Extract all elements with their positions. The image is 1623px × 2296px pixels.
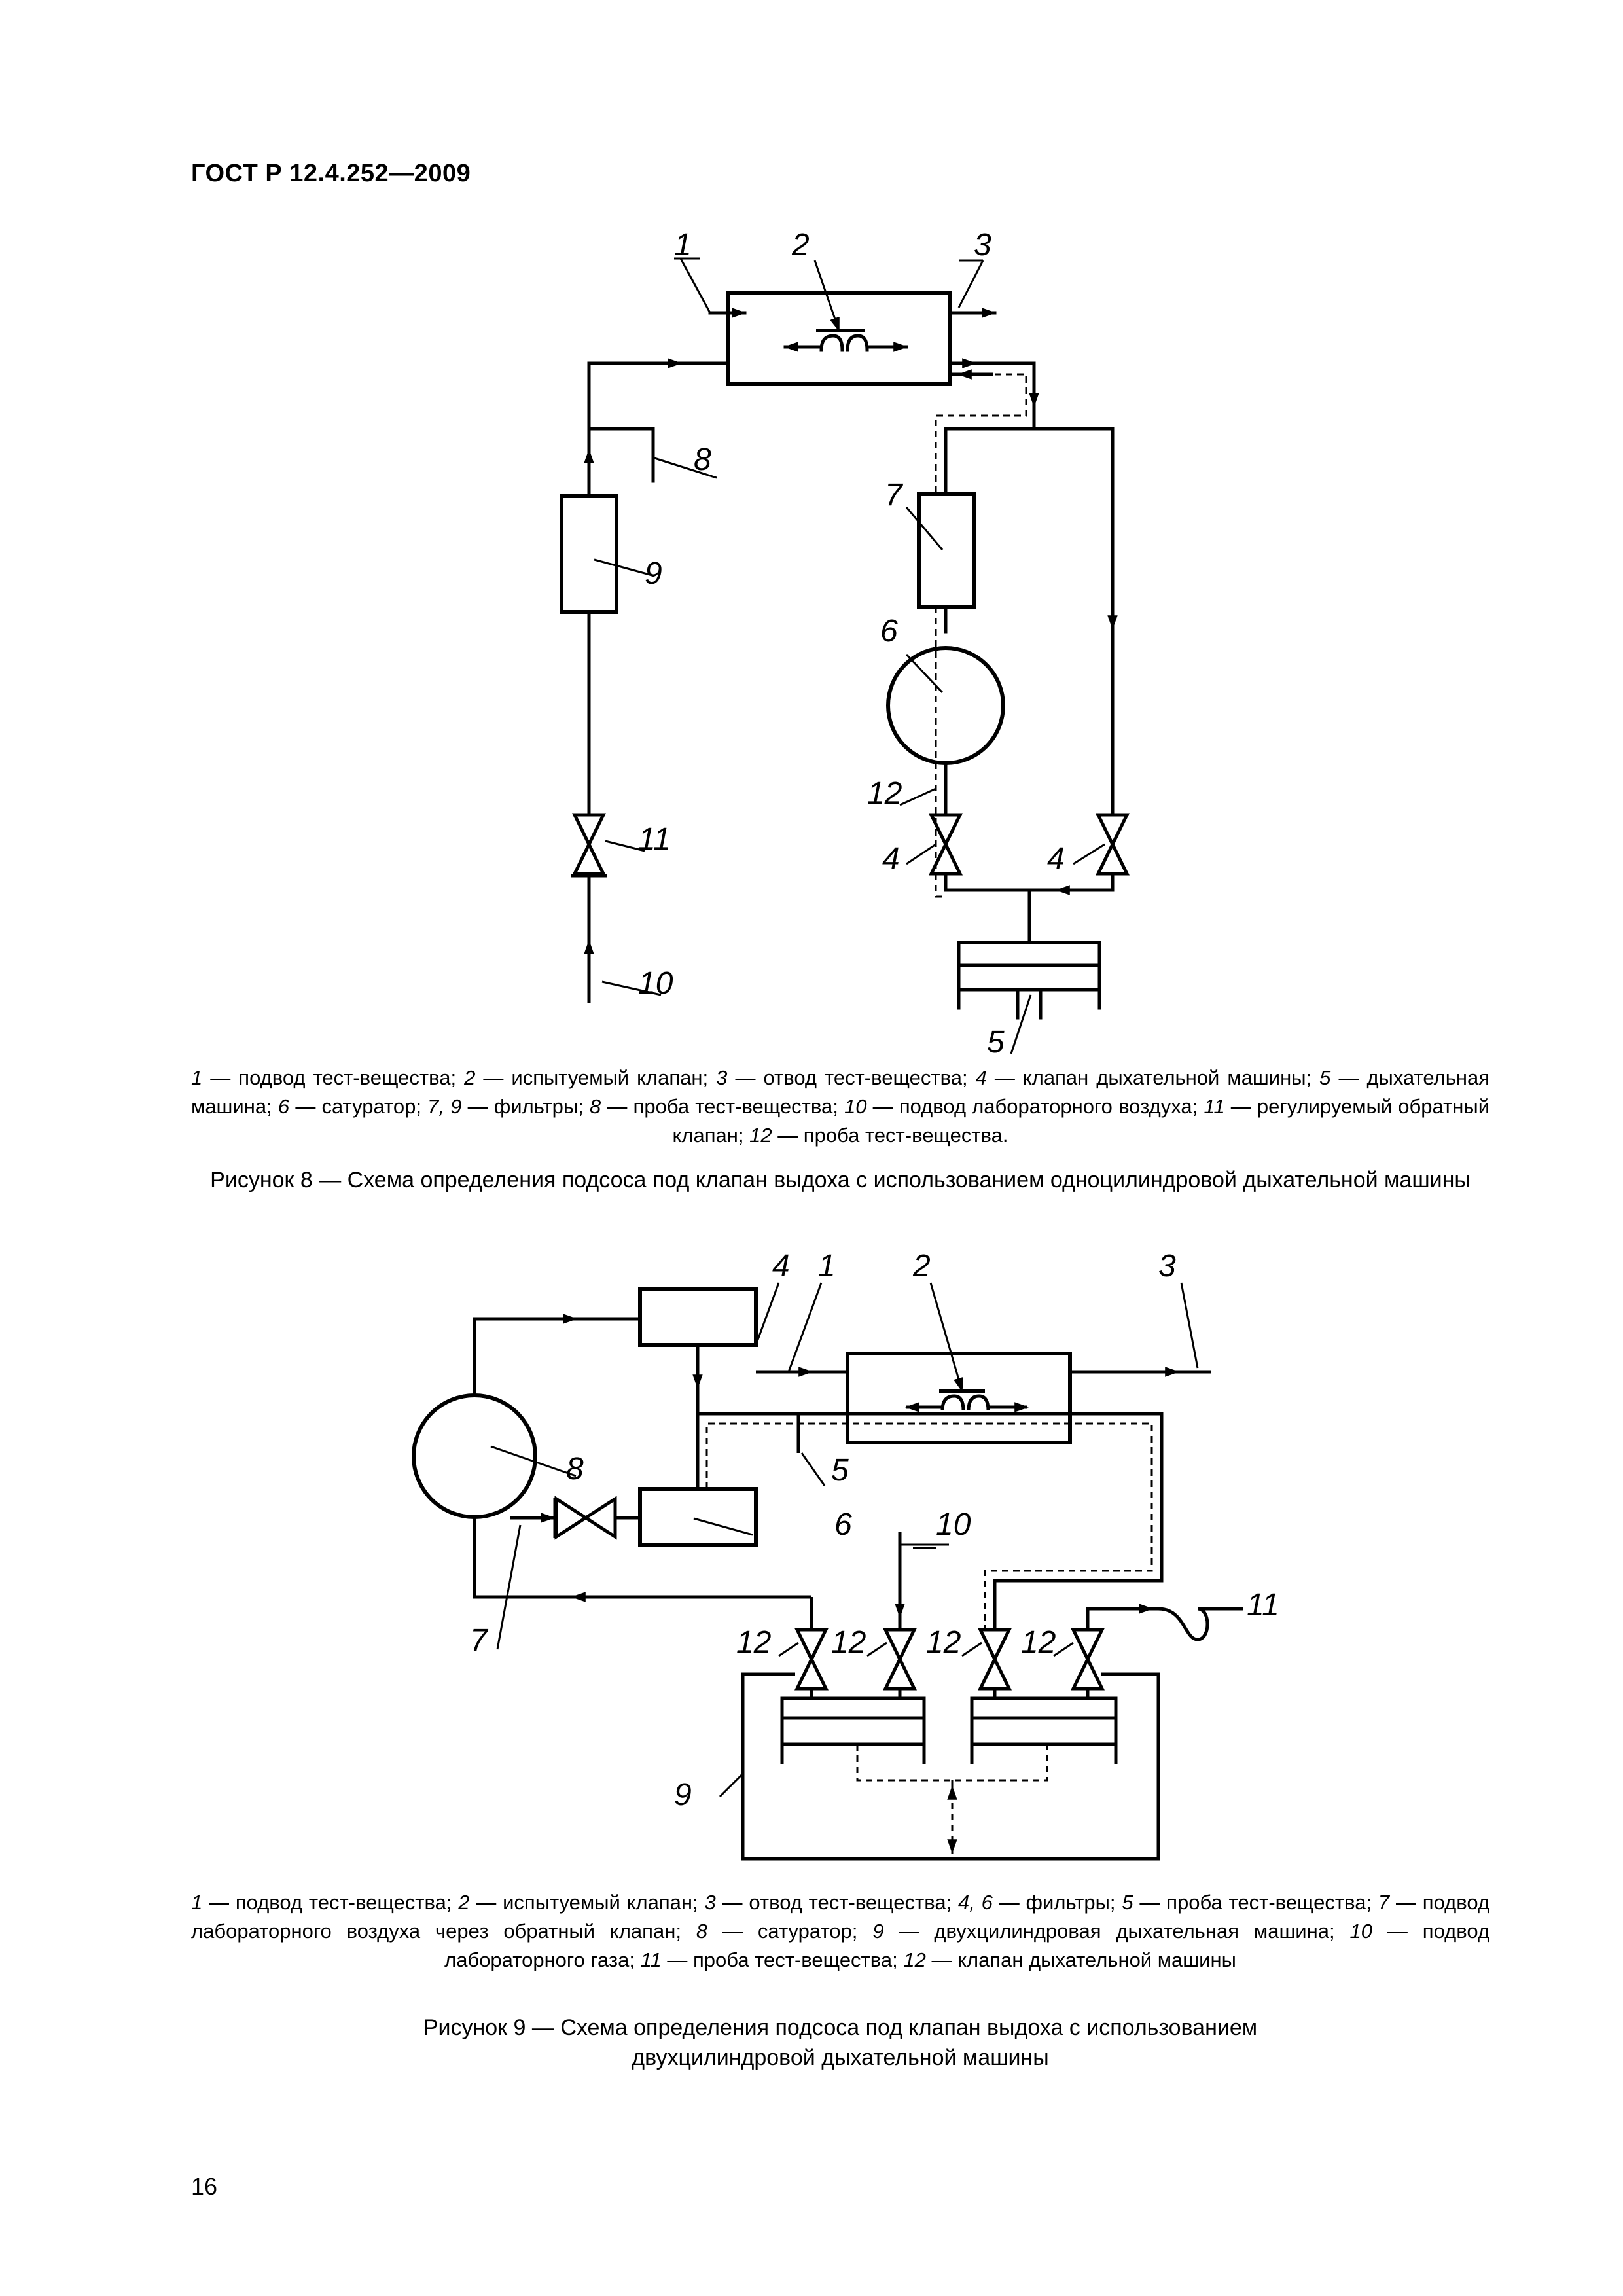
filter-9	[560, 494, 618, 614]
fig8-label-5: 5	[987, 1025, 1005, 1060]
legend-item: 8 — сатуратор;	[696, 1920, 873, 1943]
filter-4	[638, 1287, 758, 1347]
cylinder-right	[970, 1696, 1118, 1764]
check-valve-7	[554, 1496, 617, 1540]
figure-8-diagram: 1 2 3 8 9 7 6 12 4 4 11 10 5	[560, 228, 1130, 1060]
legend-item: 5 — дыхательная машина;	[191, 1066, 1489, 1118]
legend-item: 10 — подвод лабораторного газа;	[444, 1920, 1490, 1971]
fig9-label-12-d: 12	[1021, 1625, 1056, 1660]
fig9-label-8: 8	[566, 1452, 584, 1486]
legend-item: 11 — регулируемый обратный клапан;	[672, 1095, 1490, 1147]
figure-9-caption-line-2: двухцилиндровой дыхательной машины	[632, 2045, 1049, 2070]
legend-item: 7, 9 — фильтры;	[427, 1095, 590, 1118]
fig9-label-12-b: 12	[831, 1625, 866, 1660]
fig8-label-3: 3	[974, 228, 991, 262]
fig9-label-3: 3	[1158, 1249, 1176, 1283]
fig9-label-11: 11	[1247, 1588, 1279, 1623]
figure-9-legend: 1 — подвод тест-вещества; 2 — испытуемый…	[191, 1888, 1489, 1975]
machine-housing-9	[741, 1672, 1160, 1861]
tested-valve-box-9	[846, 1352, 1072, 1444]
fig8-label-11: 11	[638, 822, 671, 857]
figure-9-diagram: 4 1 2 3 5 8 6 10 11 7 12 12 12 12 9	[412, 1249, 1279, 1861]
page-number: 16	[191, 2173, 218, 2200]
fig8-label-4-right: 4	[1047, 842, 1065, 876]
filter-6	[638, 1487, 758, 1547]
legend-item: 3 — отвод тест-вещества;	[704, 1891, 959, 1914]
legend-item: 11 — проба тест-вещества;	[640, 1948, 904, 1971]
fig9-label-9: 9	[674, 1778, 692, 1812]
cylinder-left	[780, 1696, 926, 1764]
fig8-label-7: 7	[885, 478, 904, 512]
fig9-label-5: 5	[831, 1453, 849, 1488]
fig9-label-2: 2	[912, 1249, 931, 1283]
check-valve-11	[571, 813, 607, 876]
fig9-label-12-a: 12	[736, 1625, 771, 1660]
filter-7	[917, 492, 976, 609]
figure-9-caption-line-1: Рисунок 9 — Схема определения подсоса по…	[423, 2015, 1258, 2040]
legend-item: 10 — подвод лабораторного воздуха;	[844, 1095, 1204, 1118]
fig8-label-4-left: 4	[882, 842, 900, 876]
legend-item: 4 — клапан дыхательной машины;	[975, 1066, 1320, 1089]
legend-item: 9 — двухцилиндровая дыхательная машина;	[872, 1920, 1350, 1943]
tested-valve-box	[726, 291, 952, 386]
fig8-label-1: 1	[674, 228, 692, 262]
legend-item: 6 — сатуратор;	[277, 1095, 428, 1118]
figure-8-caption: Рисунок 8 — Схема определения подсоса по…	[210, 1168, 1471, 1193]
legend-item: 12 — проба тест-вещества.	[749, 1124, 1008, 1147]
figure-9-caption: Рисунок 9 — Схема определения подсоса по…	[191, 2013, 1489, 2073]
document-header: ГОСТ Р 12.4.252—2009	[191, 160, 471, 187]
saturator-6	[886, 646, 1005, 765]
legend-item: 8 — проба тест-вещества;	[589, 1095, 844, 1118]
legend-item: 2 — испытуемый клапан;	[464, 1066, 717, 1089]
fig9-label-10: 10	[936, 1507, 971, 1542]
fig8-label-2: 2	[791, 228, 810, 262]
fig9-label-12-c: 12	[926, 1625, 961, 1660]
fig8-label-9: 9	[645, 556, 662, 591]
figure-8-legend: 1 — подвод тест-вещества; 2 — испытуемый…	[191, 1064, 1489, 1150]
legend-item: 4, 6 — фильтры;	[958, 1891, 1122, 1914]
legend-item: 3 — отвод тест-вещества;	[716, 1066, 976, 1089]
fig9-label-7: 7	[470, 1623, 489, 1658]
fig9-label-4: 4	[772, 1249, 790, 1283]
legend-item: 12 — клапан дыхательной машины	[903, 1948, 1236, 1971]
fig9-label-6: 6	[834, 1507, 852, 1542]
machine-valve-4-right	[1095, 813, 1130, 876]
legend-item: 2 — испытуемый клапан;	[458, 1891, 705, 1914]
fig8-label-6: 6	[880, 614, 898, 649]
fig8-label-8: 8	[694, 442, 711, 477]
legend-item: 1 — подвод тест-вещества;	[191, 1891, 459, 1914]
fig8-label-12: 12	[867, 776, 902, 811]
breathing-machine-5	[957, 941, 1101, 1010]
fig9-label-1: 1	[818, 1249, 836, 1283]
fig8-label-10: 10	[638, 966, 673, 1001]
legend-item: 7 — подвод лабораторного воздуха через о…	[191, 1891, 1489, 1943]
legend-item: 1 — подвод тест-вещества;	[191, 1066, 465, 1089]
legend-item: 5 — проба тест-вещества;	[1122, 1891, 1378, 1914]
